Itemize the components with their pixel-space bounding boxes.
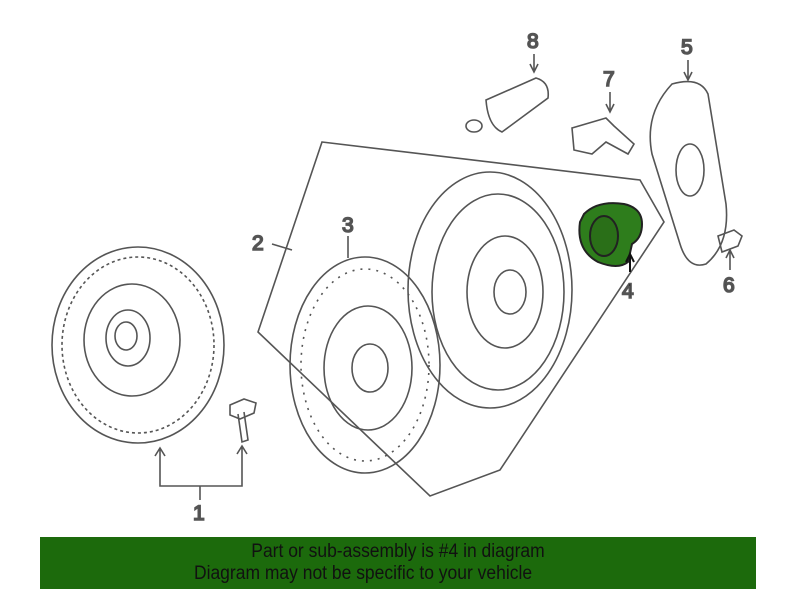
callout-2-leader <box>271 243 293 251</box>
callout-2: 2 <box>252 232 264 255</box>
callout-1: 1 <box>193 502 205 525</box>
clutch-disc <box>289 256 441 474</box>
callout-8-arrow <box>529 54 539 74</box>
release-fork <box>649 80 728 266</box>
callout-4-arrow <box>625 251 635 272</box>
callout-5: 5 <box>681 36 693 59</box>
callout-6-arrow <box>725 248 735 270</box>
banner-line-2: Diagram may not be specific to your vehi… <box>193 563 533 584</box>
flywheel-bolt <box>229 398 257 444</box>
callout-4: 4 <box>622 280 634 303</box>
flywheel <box>51 246 225 444</box>
slave-cylinder <box>465 77 550 133</box>
callout-7-arrow <box>605 92 615 114</box>
pivot-stud <box>717 229 743 254</box>
clip-bracket <box>571 117 636 156</box>
banner-line-1: Part or sub-assembly is #4 in diagram <box>251 541 545 562</box>
callout-1-leader <box>154 444 248 500</box>
info-banner: Part or sub-assembly is #4 in diagram Di… <box>40 537 756 589</box>
callout-3: 3 <box>342 214 354 237</box>
callout-7: 7 <box>603 68 615 91</box>
callout-6: 6 <box>723 274 735 297</box>
callout-8: 8 <box>527 30 539 53</box>
release-bearing-highlighted <box>578 202 644 267</box>
pressure-plate <box>407 171 573 409</box>
callout-5-arrow <box>683 60 693 82</box>
clutch-kit-outline <box>257 141 665 497</box>
